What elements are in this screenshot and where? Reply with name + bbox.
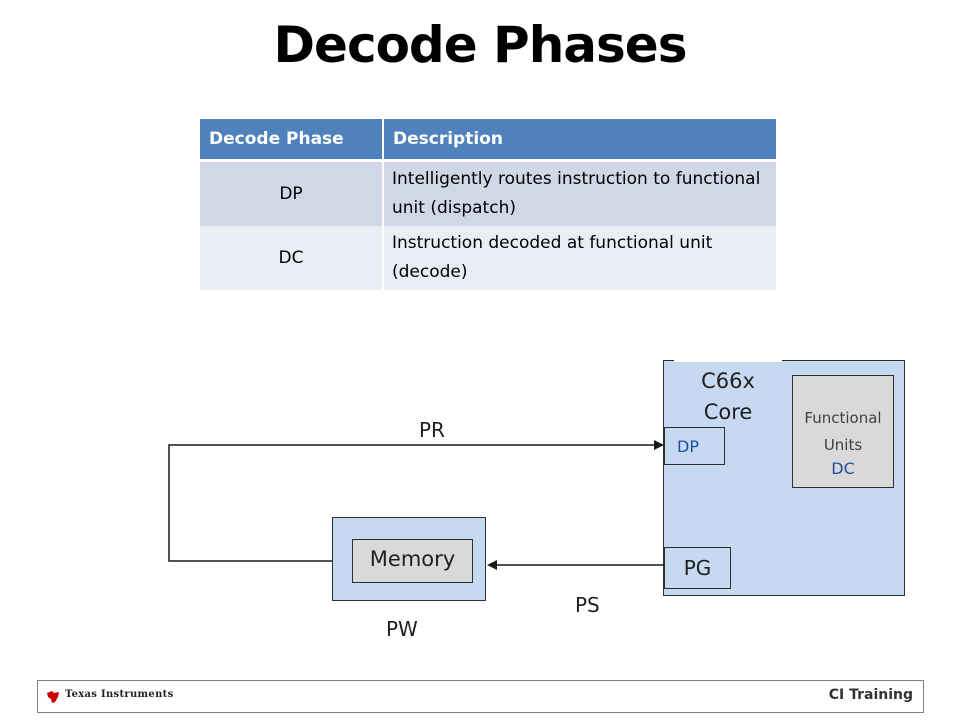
pw-label: PW [386,617,418,641]
dp-label: DP [677,437,699,456]
table-row: DC Instruction decoded at functional uni… [200,226,776,290]
row-description-dc: Instruction decoded at functional unit (… [383,226,776,290]
table-row: DP Intelligently routes instruction to f… [200,160,776,226]
ps-arrowhead [487,560,497,570]
pr-arrowhead [654,440,664,450]
core-label: C66x Core [701,369,755,424]
pr-label: PR [419,418,445,442]
pg-box [664,547,731,589]
functional-units-box [792,375,894,488]
decode-phase-table: Decode Phase Description DP Intelligentl… [200,119,776,290]
texas-instruments-wordmark: Texas Instruments [65,689,174,700]
pg-label: PG [683,556,712,580]
table-header-row: Decode Phase Description [200,119,776,162]
slide-title: Decode Phases [273,16,688,74]
row-description-dp: Intelligently routes instruction to func… [383,160,776,226]
header-description: Description [383,119,776,162]
ps-label: PS [575,593,600,617]
ci-training-label: CI Training [828,687,913,703]
dc-label: DC [831,459,855,478]
pr-connector-line [168,444,656,562]
functional-units-label: Functional Units [804,409,882,454]
footer-bar: Texas Instruments CI Training [37,680,924,713]
memory-label: Memory [369,547,456,571]
header-decode-phase: Decode Phase [200,119,384,162]
texas-instruments-logo-icon [47,691,59,703]
core-label-notch [674,358,782,362]
row-phase-dc: DC [200,226,384,290]
memory-box [352,539,473,583]
dp-box [664,427,725,465]
row-phase-dp: DP [200,160,384,226]
